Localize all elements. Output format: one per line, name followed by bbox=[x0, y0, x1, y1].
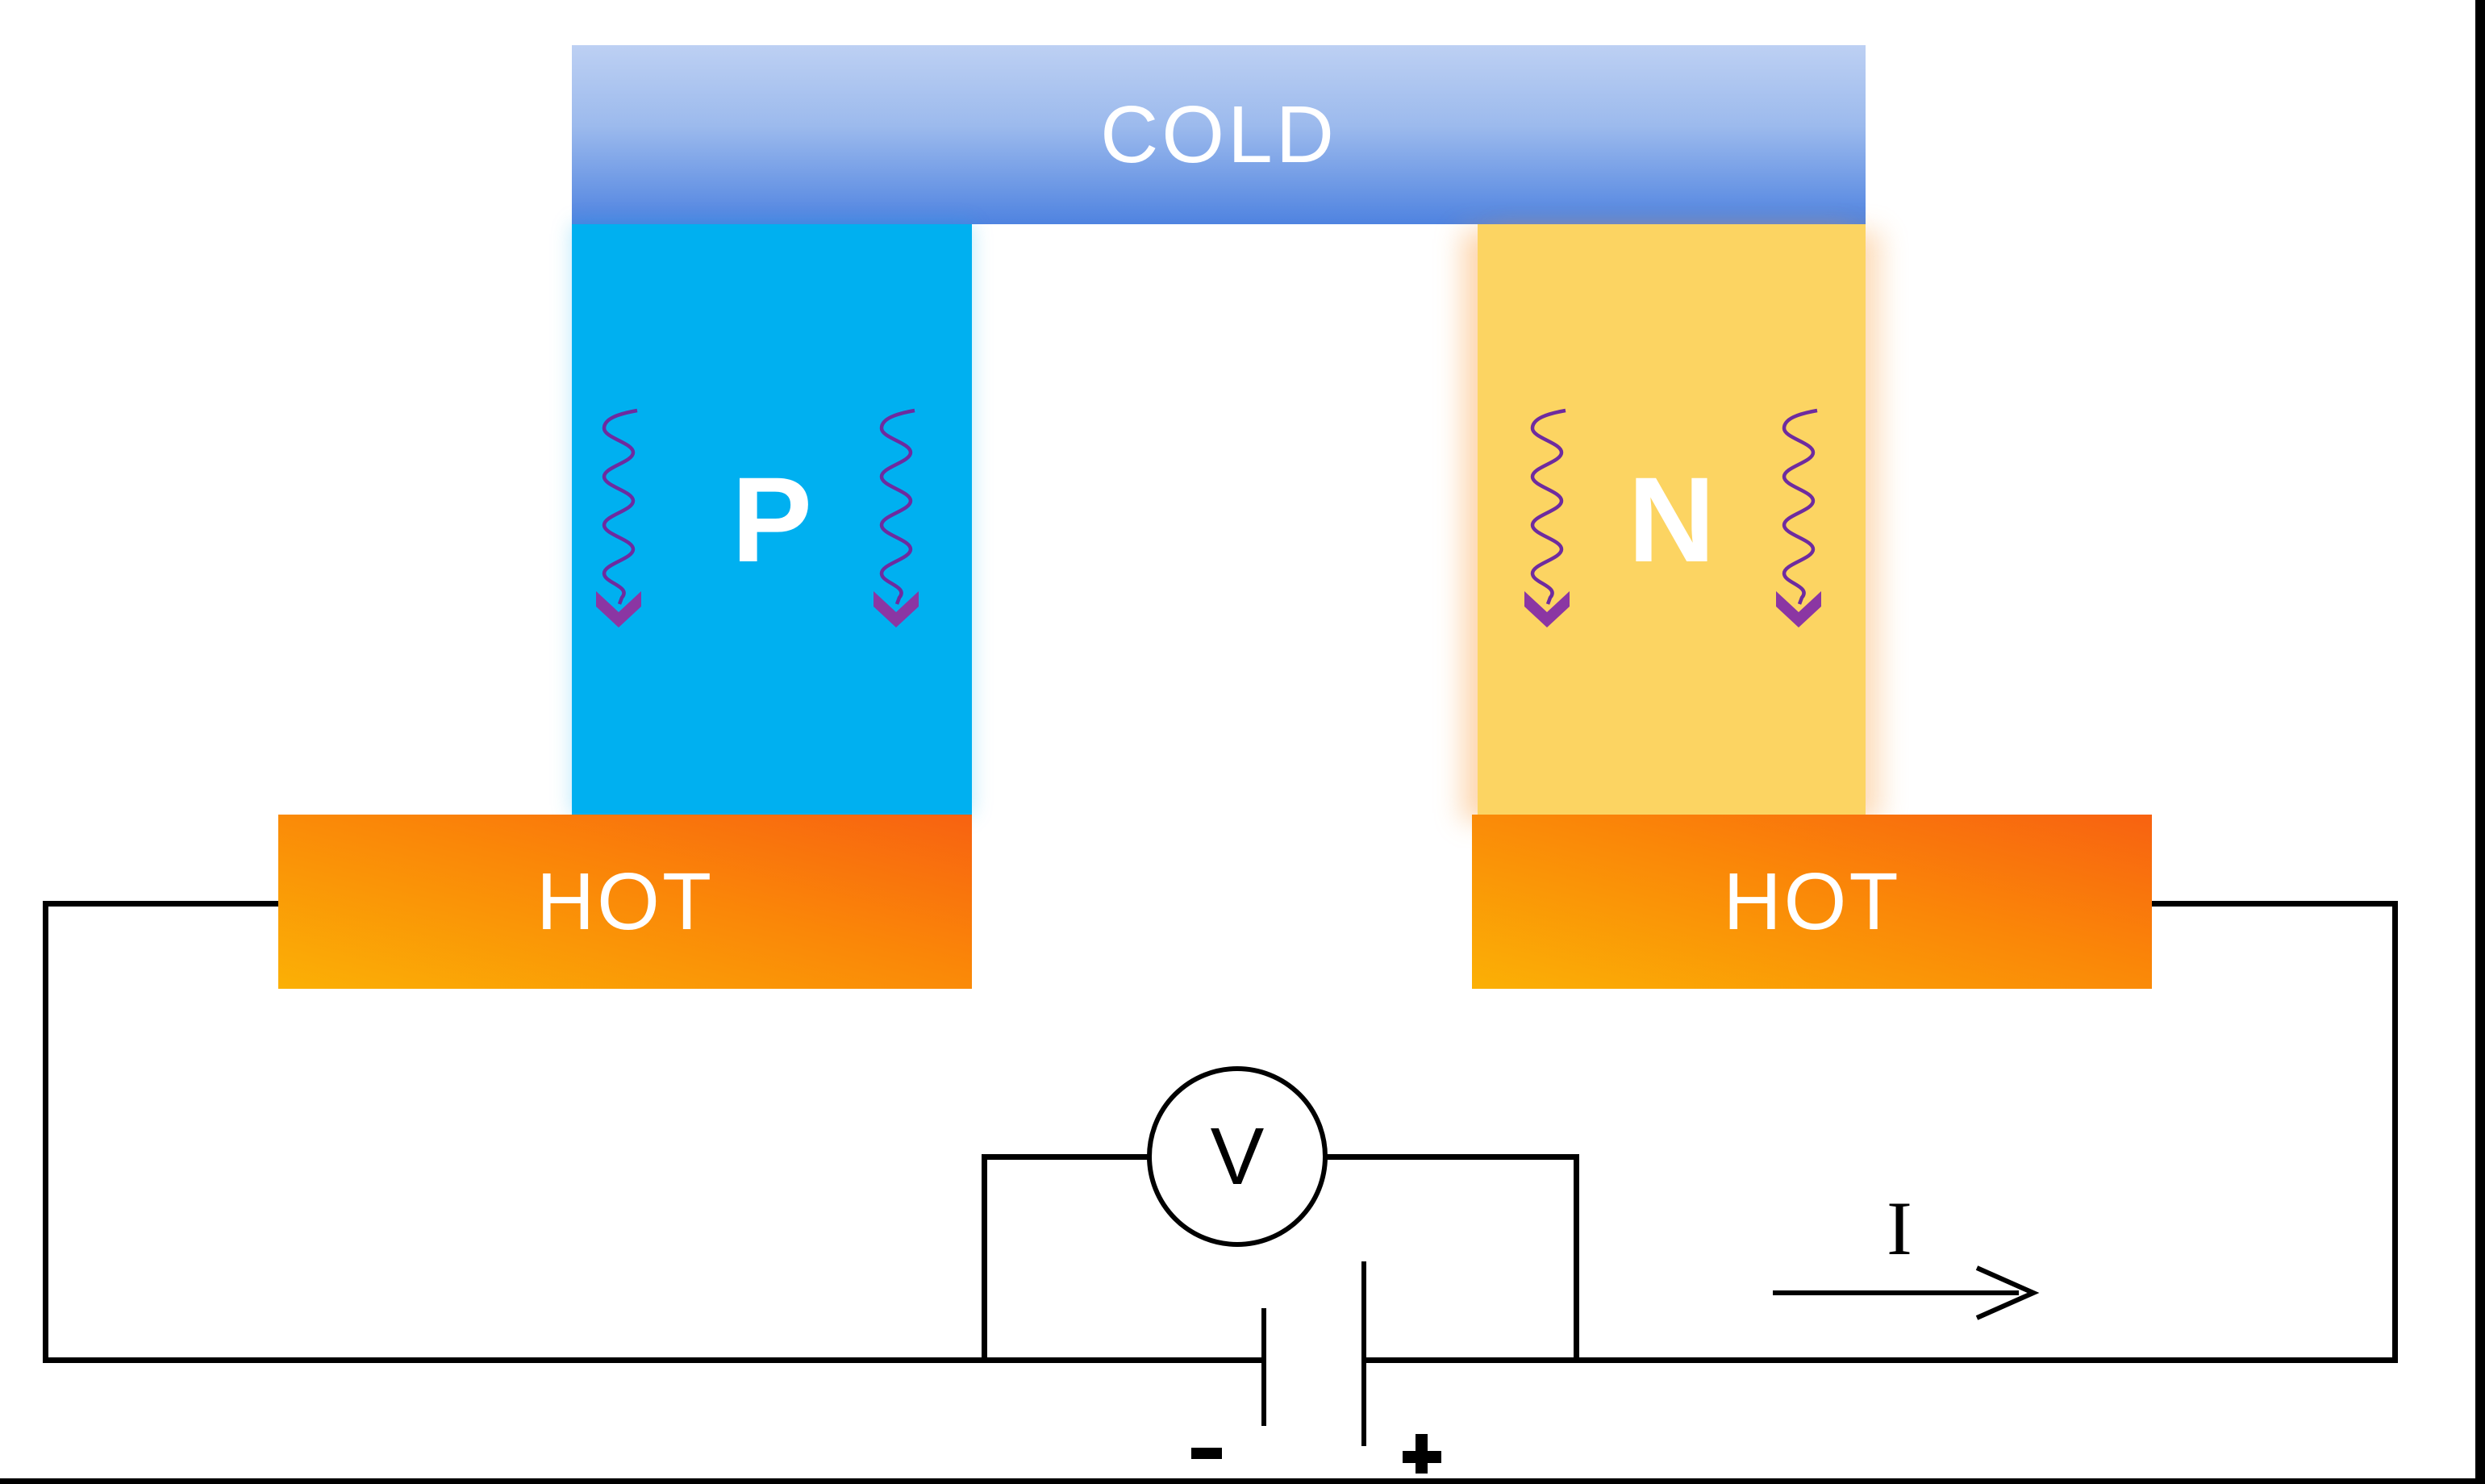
wire-voltmeter-left-vertical bbox=[982, 1154, 987, 1363]
battery-negative-plate bbox=[1261, 1308, 1266, 1426]
voltmeter: V bbox=[1147, 1066, 1328, 1247]
voltmeter-label: V bbox=[1210, 1111, 1265, 1202]
wire-left-vertical bbox=[43, 901, 48, 1363]
battery-negative-label bbox=[1191, 1448, 1222, 1459]
plus-vertical-bar bbox=[1416, 1434, 1428, 1474]
wire-left-horizontal bbox=[43, 901, 278, 907]
screenshot-bottom-border bbox=[0, 1478, 2485, 1484]
wire-voltmeter-right-vertical bbox=[1574, 1154, 1579, 1363]
hot-plate-left-label: HOT bbox=[536, 856, 715, 947]
n-leg-label: N bbox=[1628, 451, 1716, 587]
heat-wave-arrow-icon bbox=[1524, 408, 1570, 627]
p-leg-label: P bbox=[731, 451, 813, 587]
n-type-leg: N bbox=[1478, 224, 1866, 815]
battery-positive-plate bbox=[1361, 1261, 1366, 1446]
hot-plate-right: HOT bbox=[1472, 815, 2152, 989]
wire-bottom-right bbox=[1363, 1357, 2398, 1363]
screenshot-right-border bbox=[2475, 0, 2485, 1484]
cold-plate-label: COLD bbox=[1100, 89, 1337, 180]
wire-right-horizontal bbox=[2152, 901, 2398, 907]
p-type-leg: P bbox=[572, 224, 972, 815]
heat-wave-arrow-icon bbox=[874, 408, 919, 627]
hot-plate-right-label: HOT bbox=[1723, 856, 1901, 947]
heat-wave-arrow-icon bbox=[596, 408, 641, 627]
heat-wave-arrow-icon bbox=[1776, 408, 1821, 627]
cold-plate: COLD bbox=[572, 45, 1866, 224]
wire-right-vertical bbox=[2392, 901, 2398, 1363]
hot-plate-left: HOT bbox=[278, 815, 972, 989]
battery-positive-label bbox=[1403, 1434, 1441, 1474]
wire-bottom-left bbox=[43, 1357, 1263, 1363]
current-label: I bbox=[1887, 1186, 1912, 1271]
current-direction-arrow-icon bbox=[1773, 1265, 2040, 1320]
